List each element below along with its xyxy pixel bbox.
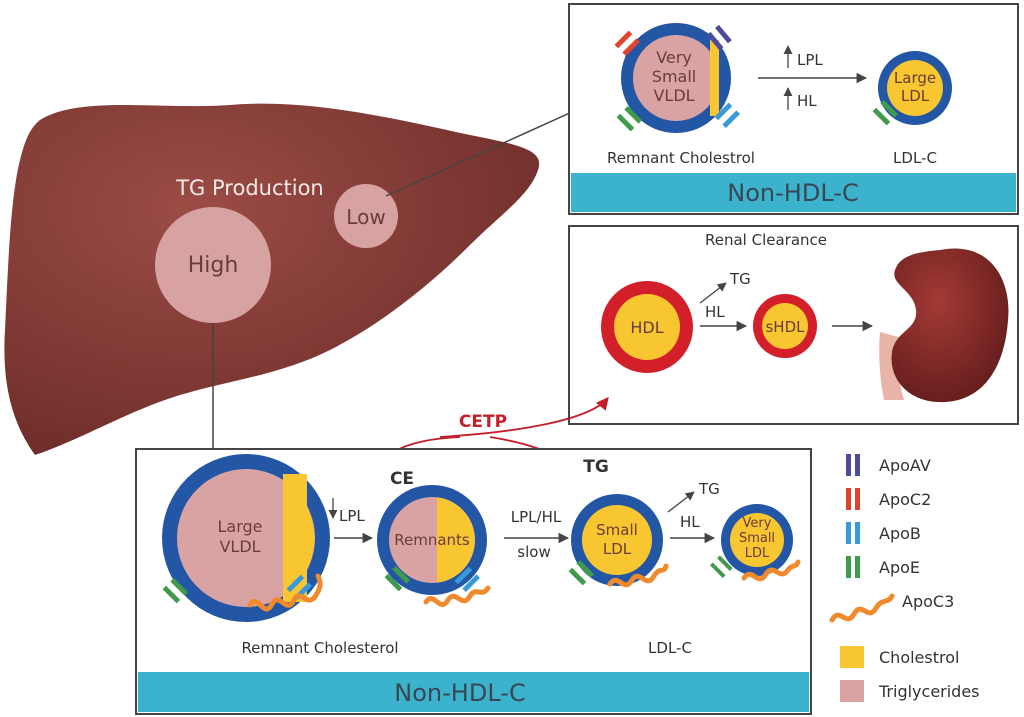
low-label: Low [346, 205, 385, 229]
top-non-hdl-band [571, 173, 1016, 212]
vldl-text-1: Very [656, 48, 692, 67]
apoe-icon [846, 556, 860, 578]
large-ldl-text-1: Large [894, 69, 936, 87]
legend-apoc2: ApoC2 [846, 488, 931, 510]
apoc3-icon [607, 563, 669, 588]
vldl-text-2: Small [652, 67, 696, 86]
apoc3-icon [423, 585, 491, 608]
legend-apoc3-label: ApoC3 [902, 592, 954, 611]
small-ldl-particle: Small LDL [568, 494, 669, 588]
large-vldl-text-1: Large [217, 517, 262, 536]
apoc3-icon [247, 573, 323, 612]
apoe-icon [384, 565, 411, 592]
hdl-particle: HDL [601, 281, 693, 373]
legend-apob-label: ApoB [879, 524, 921, 543]
remnants-particle: Remnants [377, 485, 491, 608]
cholesterol-swatch [840, 646, 864, 668]
legend-apoav: ApoAV [846, 454, 931, 476]
legend-apoe-label: ApoE [879, 558, 920, 577]
renal-panel: Renal Clearance HDL TG HL sHDL [568, 225, 1019, 425]
very-small-ldl-text-3: LDL [745, 546, 770, 561]
ce-label: CE [390, 469, 414, 489]
small-ldl-tg-arrow [667, 491, 695, 513]
bottom-hl-label: HL [680, 513, 700, 531]
legend-cholesterol: Cholestrol [840, 646, 959, 668]
large-vldl-particle: Large VLDL [162, 454, 330, 622]
legend-apoav-label: ApoAV [879, 456, 931, 475]
legend-triglycerides: Triglycerides [840, 680, 980, 702]
high-label: High [188, 253, 239, 278]
apob-icon [846, 522, 860, 544]
very-small-ldl-particle: Very Small LDL [709, 504, 801, 582]
top-remnant-cholesterol-label: Remnant Cholestrol [607, 149, 755, 167]
small-ldl-text-1: Small [596, 521, 638, 539]
renal-clearance-title: Renal Clearance [705, 231, 827, 249]
lpl-hl-label: LPL/HL [511, 508, 562, 526]
slow-label: slow [517, 543, 550, 561]
legend-cholesterol-label: Cholestrol [879, 648, 959, 667]
apoav-icon [706, 24, 732, 51]
legend-apoc3: ApoC3 [829, 592, 954, 623]
large-ldl-particle: Large LDL [872, 51, 952, 126]
cetp-arrow-to-renal [439, 397, 609, 438]
top-hl-label: HL [797, 92, 817, 110]
vldl-text-3: VLDL [653, 86, 694, 105]
liver-shape [4, 103, 540, 455]
large-ldl-text-2: LDL [901, 87, 930, 105]
top-lpl-label: LPL [797, 51, 823, 69]
shdl-text: sHDL [765, 318, 805, 336]
low-production-circle [334, 184, 398, 248]
renal-hl-label: HL [705, 303, 725, 321]
small-ldl-text-2: LDL [603, 540, 632, 558]
renal-tg-label: TG [729, 270, 751, 288]
apob-icon [714, 102, 741, 129]
bottom-lpl-label: LPL [339, 507, 365, 525]
bottom-non-hdl-label: Non-HDL-C [394, 679, 525, 707]
legend-apoc2-label: ApoC2 [879, 490, 931, 509]
bottom-tg-label: TG [698, 480, 720, 498]
legend-apob: ApoB [846, 522, 921, 544]
kidney-icon [879, 248, 1009, 403]
legend-apoe: ApoE [846, 556, 920, 578]
apoe-icon [162, 577, 189, 604]
legend-triglycerides-label: Triglycerides [878, 682, 980, 701]
top-ldl-c-label: LDL-C [893, 149, 937, 167]
apoc2-icon [614, 30, 641, 57]
very-small-vldl-particle: Very Small VLDL [614, 23, 741, 133]
apoc2-icon [846, 488, 860, 510]
shdl-particle: sHDL [753, 294, 817, 358]
apoc3-icon [829, 593, 895, 623]
bottom-panel: Non-HDL-C Large VLDL LPL CE [135, 448, 812, 715]
legend: ApoAV ApoC2 ApoB ApoE ApoC3 Cholestro [829, 454, 980, 702]
apoc3-icon [741, 559, 801, 582]
apob-icon [454, 566, 481, 593]
very-small-ldl-text-1: Very [743, 516, 772, 531]
apoe-icon [568, 559, 595, 586]
bottom-non-hdl-band [138, 672, 809, 712]
apoav-icon [846, 454, 860, 476]
hdl-text: HDL [630, 318, 663, 337]
apoe-icon [872, 99, 899, 126]
tg-production-label: TG Production [175, 176, 324, 200]
top-non-hdl-label: Non-HDL-C [727, 179, 858, 207]
remnants-text: Remnants [394, 531, 470, 549]
high-production-circle [155, 207, 271, 323]
apoe-icon [616, 105, 643, 132]
large-vldl-text-2: VLDL [219, 537, 260, 556]
hdl-tg-arrow [699, 282, 727, 304]
triglycerides-swatch [840, 680, 864, 702]
very-small-ldl-text-2: Small [739, 531, 775, 546]
liver: TG Production High Low [4, 103, 540, 455]
tg-bold-label: TG [583, 457, 609, 477]
bottom-ldl-c-label: LDL-C [648, 639, 692, 657]
bottom-remnant-cholesterol-label: Remnant Cholesterol [241, 639, 398, 657]
top-panel: Non-HDL-C Very Small VLDL [568, 3, 1019, 215]
cetp-label: CETP [459, 412, 507, 432]
apoe-icon [709, 555, 733, 579]
